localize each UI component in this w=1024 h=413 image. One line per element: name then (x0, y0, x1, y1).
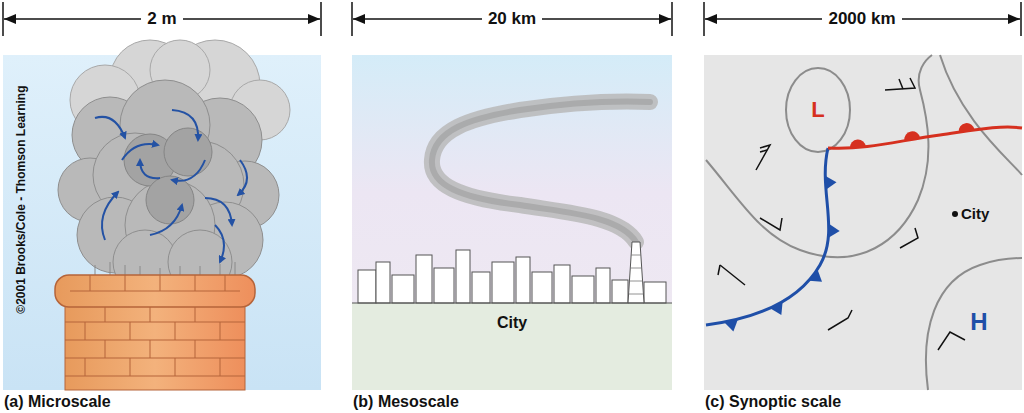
dimension-label: 2 m (141, 10, 182, 29)
panel-caption: (a) Microscale (4, 393, 111, 411)
cold-front-triangle (829, 224, 840, 238)
dimension-label: 2000 km (822, 10, 901, 29)
warm-front-semicircle (958, 122, 975, 132)
cold-front-triangle (809, 270, 826, 288)
dimension-lines (3, 2, 1021, 36)
warm-front-semicircle (849, 139, 866, 148)
cold-front-triangle (724, 319, 740, 333)
high-pressure-label: H (970, 309, 987, 335)
cold-front-triangle (825, 175, 837, 190)
city-label: City (961, 206, 989, 223)
low-pressure-label: L (811, 98, 824, 122)
mesoscale-panel (352, 55, 672, 390)
microscale-panel (3, 40, 321, 390)
panel-caption: (c) Synoptic scale (705, 393, 841, 411)
cold-front-triangle (770, 302, 787, 318)
warm-front-semicircle (903, 130, 920, 141)
city-label: City (497, 314, 527, 332)
dimension-label: 20 km (482, 10, 542, 29)
copyright-watermark: ©2001 Brooks/Cole - Thomson Learning (14, 86, 27, 314)
panel-caption: (b) Mesoscale (353, 393, 459, 411)
synoptic-panel (704, 55, 1022, 390)
